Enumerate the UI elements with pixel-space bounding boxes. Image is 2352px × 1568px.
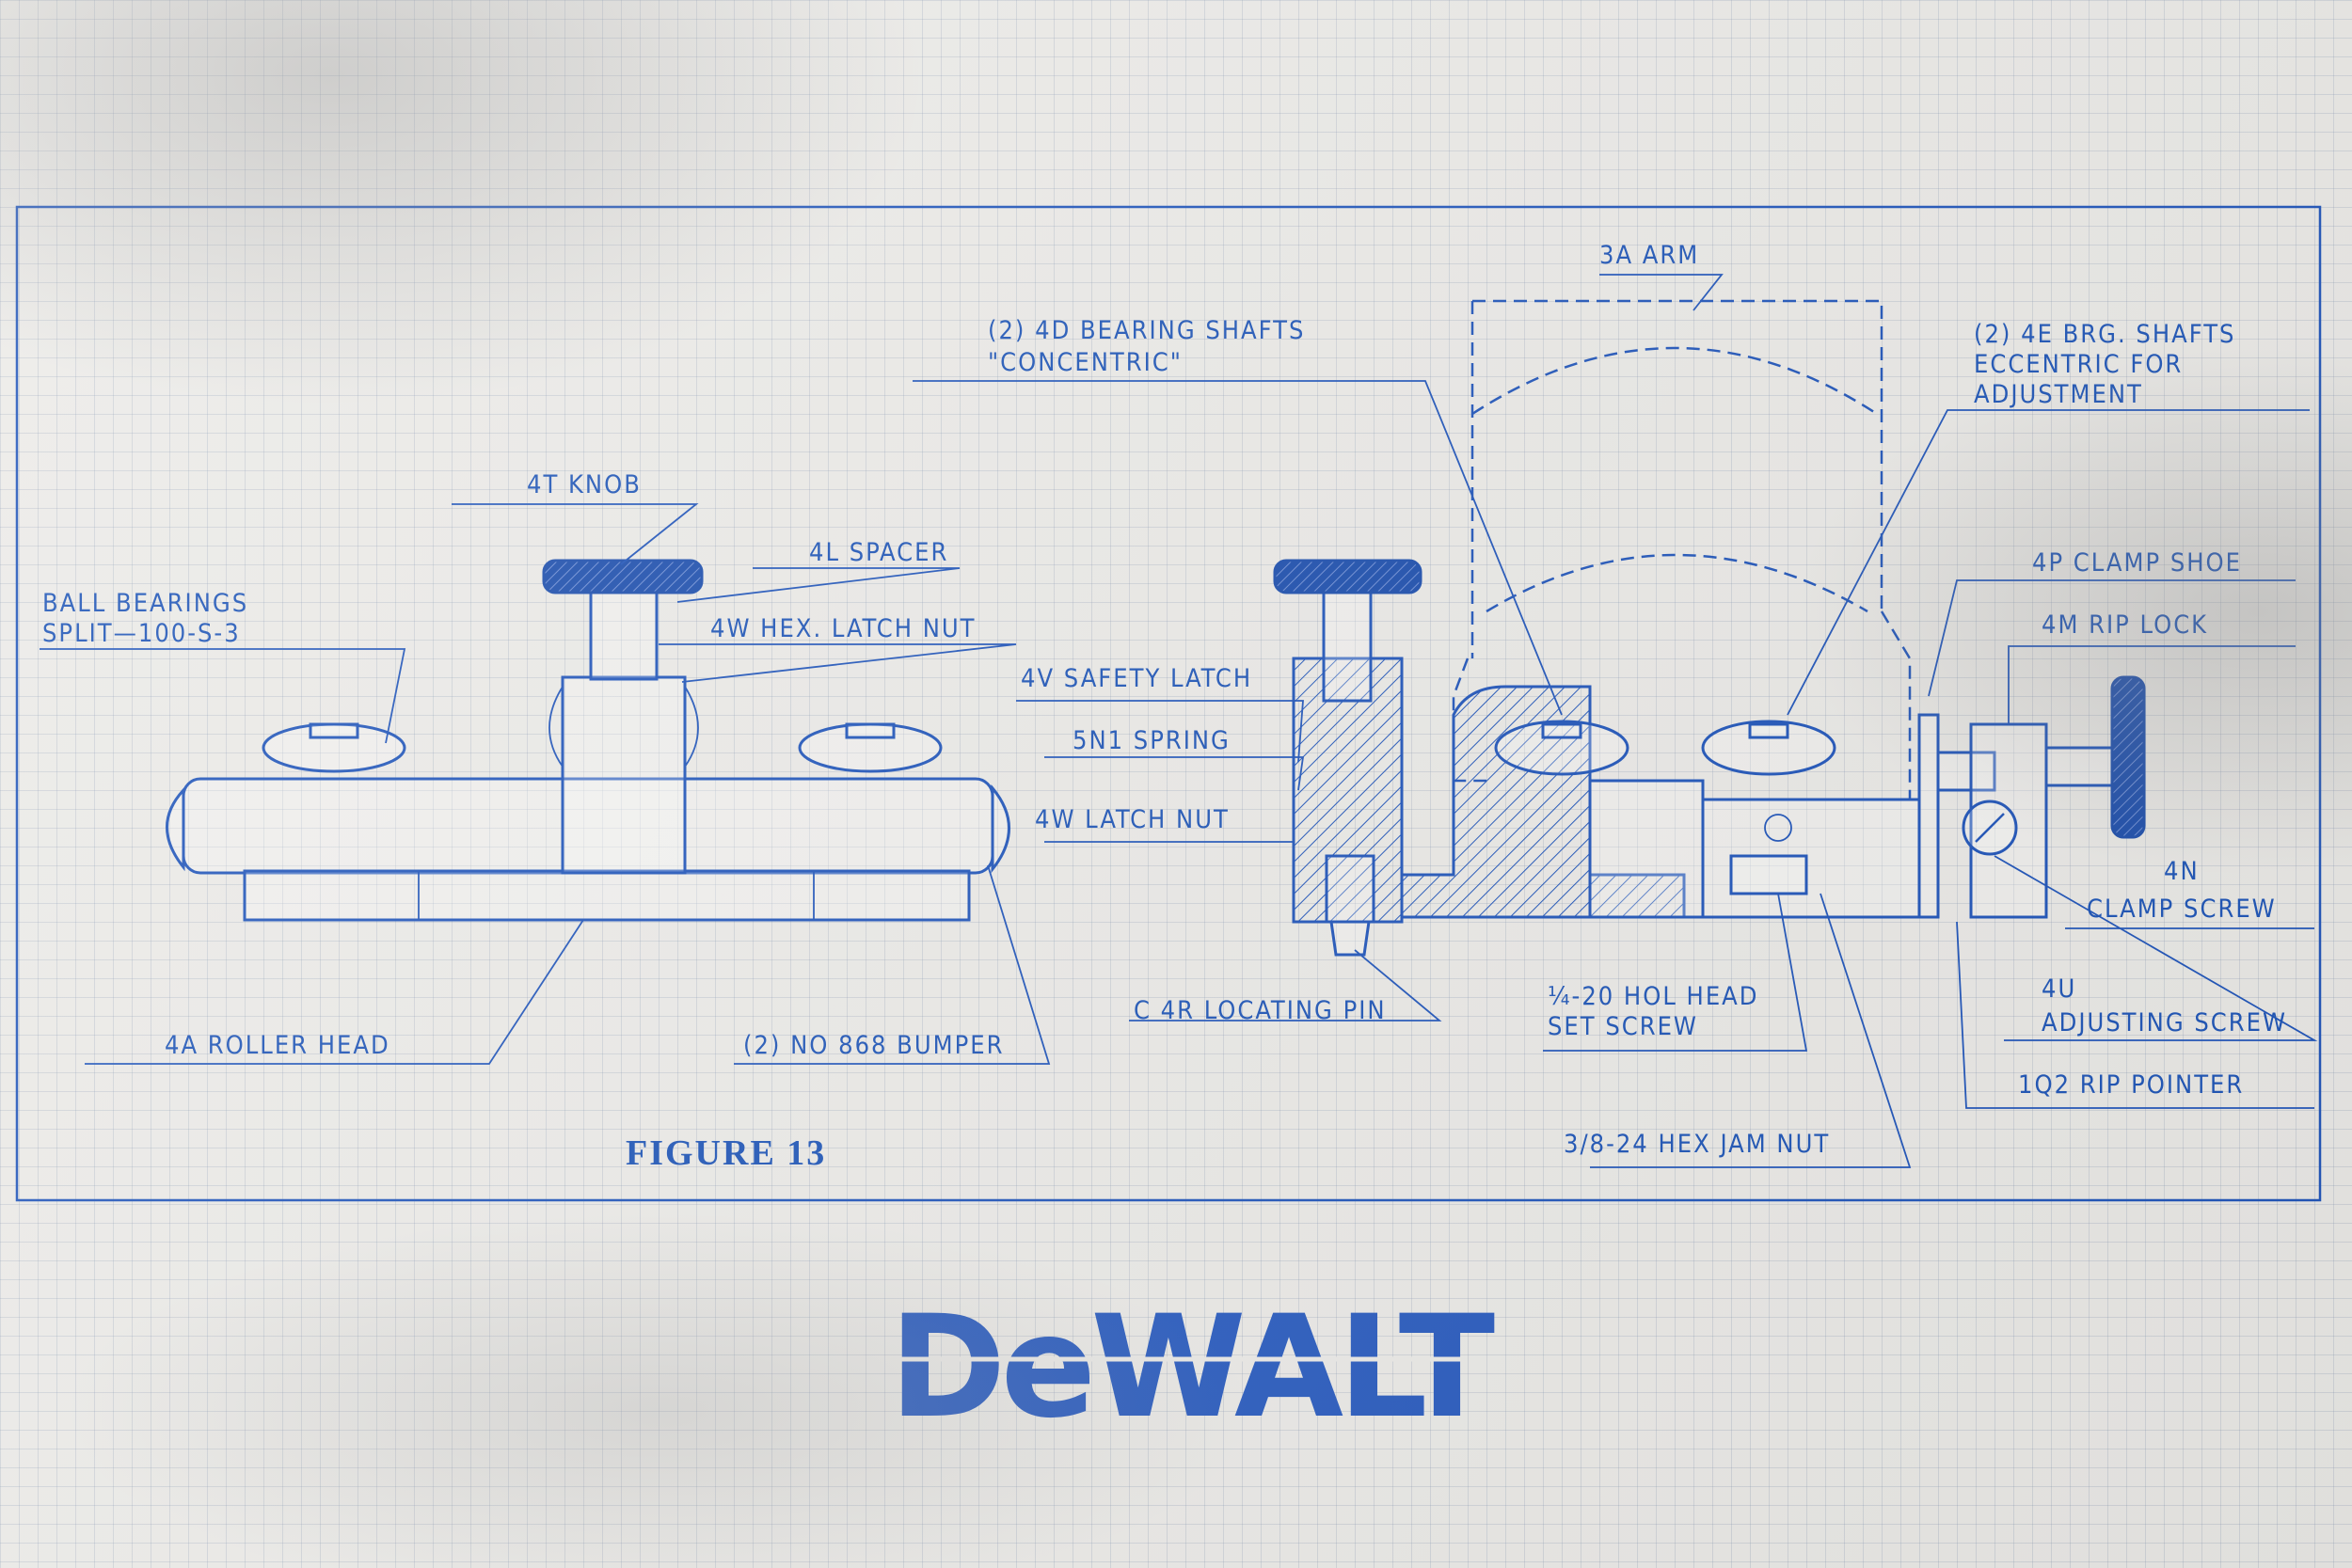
label-ball-bearings-2: SPLIT—100-S-3 bbox=[42, 619, 241, 648]
label-rip-lock: 4M RIP LOCK bbox=[2042, 610, 2208, 640]
eccentric-bearing bbox=[1701, 720, 1836, 776]
label-jam-nut: 3/8-24 HEX JAM NUT bbox=[1564, 1130, 1830, 1159]
knob-left bbox=[542, 559, 704, 594]
label-bumper: (2) NO 868 BUMPER bbox=[743, 1031, 1004, 1060]
figure-caption: FIGURE 13 bbox=[626, 1133, 826, 1173]
label-spring: 5N1 SPRING bbox=[1073, 726, 1231, 755]
dewalt-logo: DeWALT bbox=[889, 1286, 1501, 1449]
spacer bbox=[589, 591, 659, 681]
brand-logo-text: DeWALT bbox=[889, 1286, 1495, 1449]
leader-lines bbox=[40, 274, 2318, 1168]
label-spacer: 4L SPACER bbox=[809, 538, 948, 567]
label-brg-shafts-3: ADJUSTMENT bbox=[1974, 380, 2143, 409]
label-set-screw-2: SET SCREW bbox=[1548, 1012, 1698, 1041]
label-roller-head: 4A ROLLER HEAD bbox=[165, 1031, 390, 1060]
knob-right bbox=[1273, 559, 1422, 594]
label-adjusting-screw-2: ADJUSTING SCREW bbox=[2042, 1008, 2287, 1037]
rip-lock-knob bbox=[2110, 675, 2146, 839]
arm-upper-arc bbox=[1471, 346, 1878, 416]
label-brg-shafts-2: ECCENTRIC FOR bbox=[1974, 350, 2183, 379]
label-knob: 4T KNOB bbox=[527, 470, 642, 499]
label-latch-nut: 4W LATCH NUT bbox=[1035, 805, 1230, 834]
roller-head-assembly bbox=[166, 559, 1010, 922]
locating-pin bbox=[1329, 920, 1371, 957]
rip-lock-body bbox=[1969, 722, 2048, 919]
safety-latch-body bbox=[1292, 657, 1404, 924]
hex-latch-nut-column bbox=[561, 675, 687, 875]
hex-jam-nut bbox=[1729, 854, 1808, 895]
label-adjusting-screw-1: 4U bbox=[2042, 974, 2076, 1004]
label-set-screw-1: ¼-20 HOL HEAD bbox=[1548, 982, 1759, 1011]
label-brg-shafts-1: (2) 4E BRG. SHAFTS bbox=[1974, 320, 2236, 349]
label-locating-pin: C 4R LOCATING PIN bbox=[1134, 996, 1387, 1025]
concentric-bearing bbox=[1494, 720, 1629, 776]
callout-labels: BALL BEARINGS SPLIT—100-S-3 4T KNOB 4L S… bbox=[42, 241, 2287, 1159]
label-bearing-shafts-2: "CONCENTRIC" bbox=[988, 348, 1183, 377]
label-hex-latch-nut: 4W HEX. LATCH NUT bbox=[710, 614, 977, 643]
label-safety-latch: 4V SAFETY LATCH bbox=[1021, 664, 1252, 693]
left-bumper bbox=[166, 786, 185, 872]
clamp-screw bbox=[2044, 746, 2114, 787]
right-bumper bbox=[991, 784, 1010, 874]
clamp-shoe bbox=[1917, 713, 1940, 919]
drawing-border bbox=[15, 205, 2322, 1202]
arm-assembly bbox=[1273, 299, 2146, 957]
label-bearing-shafts-1: (2) 4D BEARING SHAFTS bbox=[988, 316, 1305, 345]
label-clamp-screw-2: CLAMP SCREW bbox=[2087, 895, 2277, 924]
label-clamp-shoe: 4P CLAMP SHOE bbox=[2032, 548, 2242, 578]
label-arm: 3A ARM bbox=[1599, 241, 1699, 270]
label-ball-bearings-1: BALL BEARINGS bbox=[42, 589, 248, 618]
label-clamp-screw-1: 4N bbox=[2164, 857, 2200, 886]
arm-base-section bbox=[1400, 685, 1686, 919]
label-rip-pointer: 1Q2 RIP POINTER bbox=[2018, 1070, 2244, 1100]
